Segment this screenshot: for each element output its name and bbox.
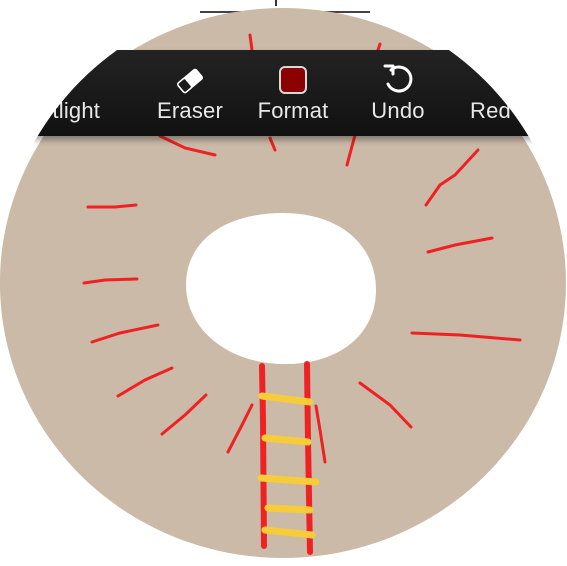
undo-icon [381,50,415,94]
undo-button[interactable]: Undo [362,50,434,136]
ladder-rung [264,504,314,514]
eraser-label: Eraser [157,98,223,123]
format-label: Format [257,98,329,123]
markup-toolbar: otlight Eraser Format [0,50,567,136]
eraser-icon [175,50,205,94]
format-color-swatch [279,66,307,94]
spotlight-label: otlight [40,98,101,123]
ray [248,33,254,52]
undo-label: Undo [371,98,425,123]
ladder-rung [261,434,312,446]
spotlight-button[interactable]: otlight [40,50,120,136]
ladder-rung [261,526,316,539]
format-swatch-icon [279,50,307,94]
ladder-rail-right [304,361,313,555]
redo-button[interactable]: Red [470,50,550,136]
eraser-button[interactable]: Eraser [150,50,230,136]
ladder-rung [257,474,320,486]
format-button[interactable]: Format [250,50,336,136]
redo-label: Red [470,98,511,123]
